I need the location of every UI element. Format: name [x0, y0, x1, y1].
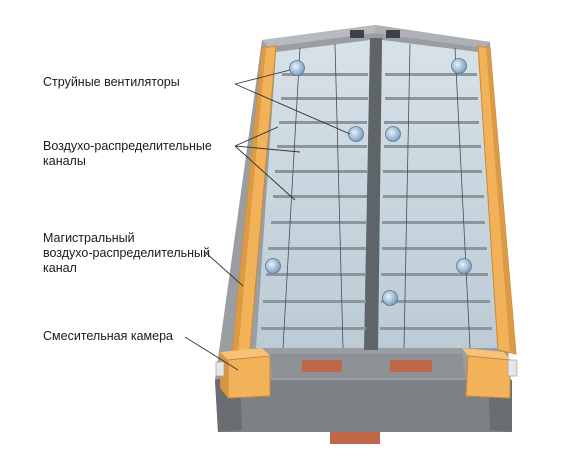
- door-right: [390, 360, 432, 372]
- jet-fan-icon: [456, 258, 472, 274]
- main-air-duct-right: [477, 45, 517, 355]
- jet-fans: [265, 58, 472, 306]
- label-main-channel: Магистральный воздухо-распределительный …: [43, 231, 210, 275]
- jet-fan-icon: [265, 258, 281, 274]
- door-left: [302, 360, 342, 372]
- label-air-channels: Воздухо-распределительные каналы: [43, 139, 212, 168]
- label-jet-fans: Струйные вентиляторы: [43, 75, 180, 89]
- leader-lines: [184, 69, 351, 371]
- mixing-chamber-left: [215, 348, 271, 399]
- jet-fan-icon: [382, 290, 398, 306]
- jet-fan-icon: [348, 126, 364, 142]
- jet-fan-icon: [385, 126, 401, 142]
- rear-vent-left: [350, 30, 364, 38]
- mixing-chamber-right: [462, 348, 518, 399]
- central-divider: [364, 38, 382, 350]
- jet-fan-icon: [451, 58, 467, 74]
- air-distribution-channels-right: [380, 73, 492, 330]
- front-gable: [270, 354, 466, 444]
- label-mixing-chamber: Смесительная камера: [43, 329, 173, 343]
- rear-vent-right: [386, 30, 400, 38]
- door-front: [330, 432, 380, 444]
- suspension-lines: [282, 43, 471, 349]
- jet-fan-icon: [289, 60, 305, 76]
